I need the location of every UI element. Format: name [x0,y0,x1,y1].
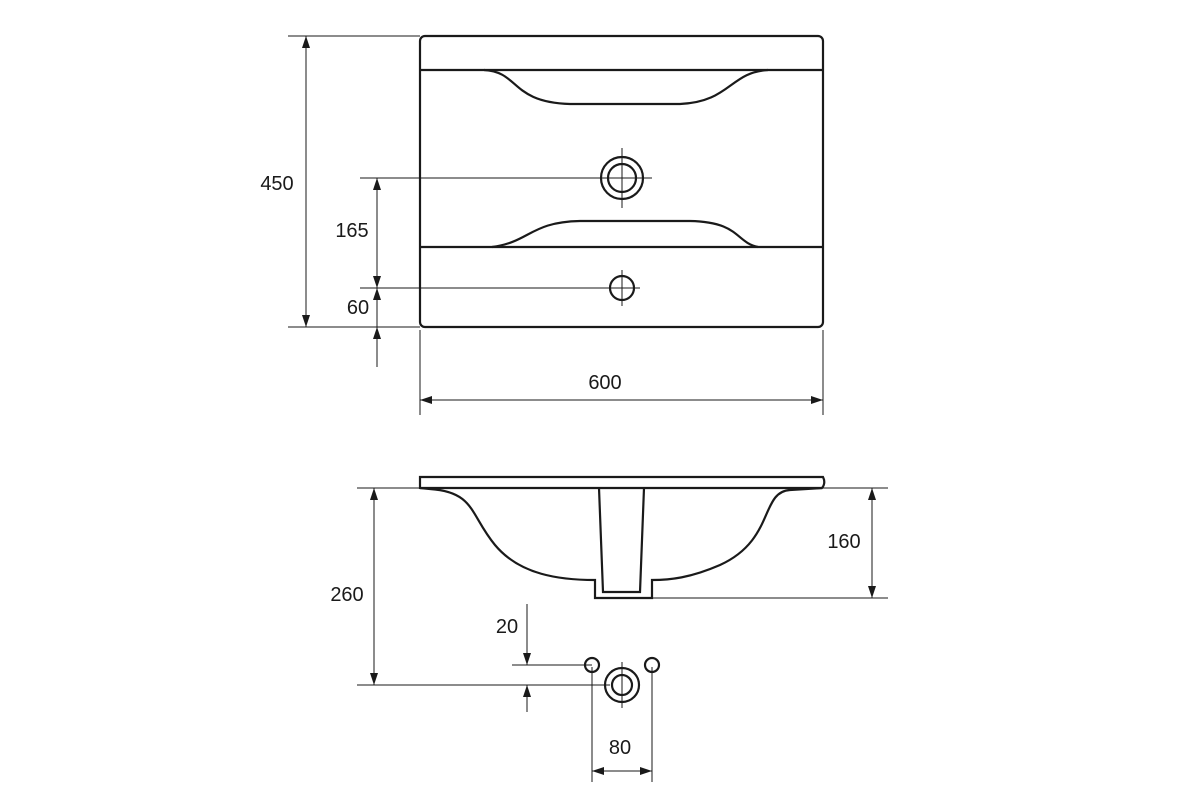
top-view: 450 165 60 600 [260,34,825,415]
waste-column [597,487,646,594]
dim-600-label: 600 [588,372,621,394]
side-view: 260 160 20 80 [330,475,888,782]
dim-80-label: 80 [609,737,631,759]
dim-260-label: 260 [330,584,363,606]
basin-profile-side [418,475,826,600]
dim-60-label: 60 [347,297,369,319]
mount-hole-left [583,656,601,674]
dim-160-label: 160 [827,531,860,553]
dim-20-label: 20 [496,616,518,638]
dim-450-label: 450 [260,173,293,195]
dim-165-label: 165 [335,220,368,242]
front-contour-curve [491,219,759,249]
drain-hole [603,662,641,708]
back-contour-curve [483,68,769,106]
mount-hole-right [643,656,661,674]
